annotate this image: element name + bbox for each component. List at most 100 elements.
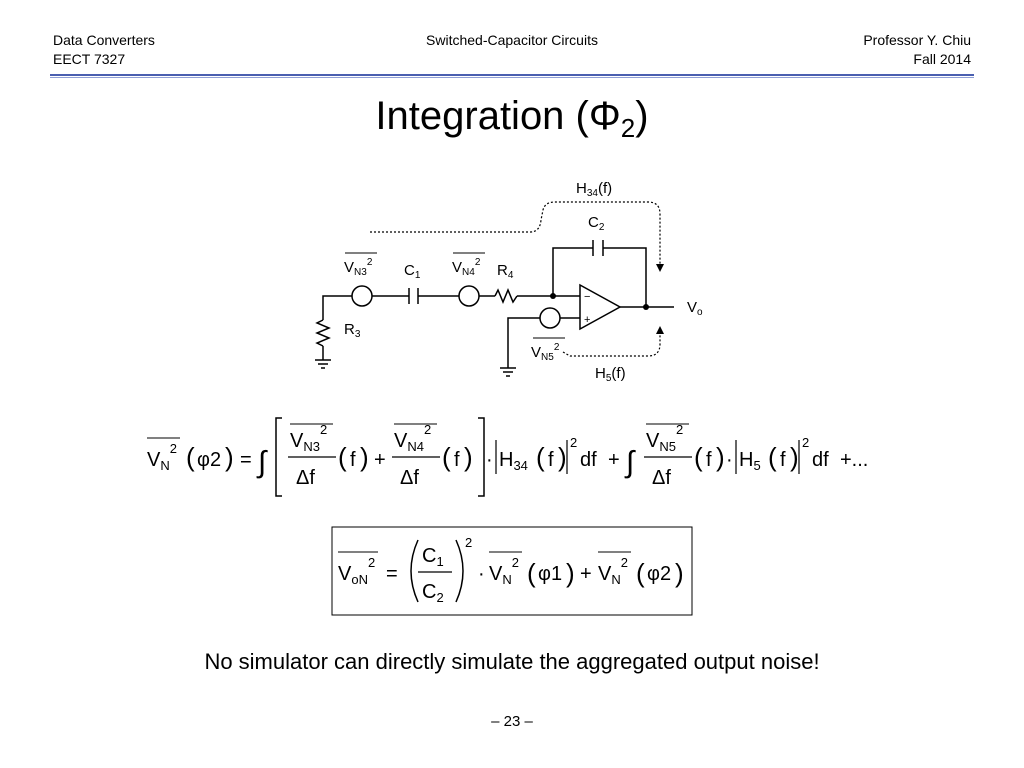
h5-label: H5(f) xyxy=(595,365,626,384)
svg-text:): ) xyxy=(566,558,575,588)
header-right: Professor Y. Chiu Fall 2014 xyxy=(863,31,971,69)
eq1-vn3: VN32 xyxy=(290,422,327,454)
eq2-arg-2: φ2 xyxy=(647,563,671,585)
svg-text:): ) xyxy=(464,442,473,472)
eq1-tail: +... xyxy=(840,449,868,471)
eq1-f-4: f xyxy=(706,449,712,471)
eq2-plus: + xyxy=(580,563,592,585)
circuit-labels: H34(f) C2 VN32 C1 VN42 R4 R3 VN52 H5(f) … xyxy=(344,180,703,384)
svg-text:(: ( xyxy=(768,442,777,472)
wire-feedback xyxy=(552,247,647,307)
course-code: EECT 7327 xyxy=(53,51,126,67)
eq1-mag-sup-1: 2 xyxy=(570,435,577,450)
vn3-source-icon xyxy=(351,285,373,307)
c1-label: C1 xyxy=(404,262,421,281)
term: Fall 2014 xyxy=(913,51,971,67)
eq1-mag-sup-2: 2 xyxy=(802,435,809,450)
vo-label: Vo xyxy=(687,299,703,318)
vn4-label: VN42 xyxy=(452,257,481,278)
eq1-delta-f-2: Δf xyxy=(400,467,419,489)
course-name: Data Converters xyxy=(53,32,155,48)
eq2-vn-1: VN2 xyxy=(489,555,519,587)
r3-resistor-icon xyxy=(315,319,331,347)
svg-text:(: ( xyxy=(338,442,347,472)
svg-text:(: ( xyxy=(527,558,536,588)
eq2-c1: C1 xyxy=(422,545,444,569)
eq1-paren-close: ) xyxy=(225,442,234,472)
vn5-source-icon xyxy=(539,307,561,329)
header-rule-thin xyxy=(50,77,974,78)
header-left: Data Converters EECT 7327 xyxy=(53,31,155,69)
svg-text:(: ( xyxy=(442,442,451,472)
eq2-paren-close xyxy=(455,539,464,603)
circuit-nodes xyxy=(550,293,649,310)
slide-title: Integration (Φ2) xyxy=(0,91,1024,153)
header-rule xyxy=(50,74,974,76)
h5-dotted-path xyxy=(562,326,664,357)
eq1-f-5: f xyxy=(780,449,786,471)
eq1-delta-f-1: Δf xyxy=(296,467,315,489)
svg-text:(: ( xyxy=(536,442,545,472)
eq1-vn4: VN42 xyxy=(394,422,431,454)
c1-capacitor-icon xyxy=(408,288,419,304)
svg-text:): ) xyxy=(716,442,725,472)
eq1-f-2: f xyxy=(454,449,460,471)
eq2-lhs: VoN2 xyxy=(338,555,375,587)
eq1-paren-open: ( xyxy=(186,442,195,472)
eq1-dot-2: · xyxy=(726,449,733,471)
eq1-integral-1: ∫ xyxy=(256,446,268,479)
eq1-integral-2: ∫ xyxy=(624,446,636,479)
eq1-delta-f-3: Δf xyxy=(652,467,671,489)
node-dot-output xyxy=(643,304,649,310)
eq2-c2: C2 xyxy=(422,581,444,605)
eq1-vn5: VN52 xyxy=(646,422,683,454)
eq1-f-1: f xyxy=(350,449,356,471)
eq1-df-2: df xyxy=(812,449,829,471)
title-close: ) xyxy=(635,94,649,138)
eq1-dot-1: · xyxy=(486,449,493,471)
svg-text:): ) xyxy=(360,442,369,472)
vn4-source-icon xyxy=(458,285,480,307)
svg-text:): ) xyxy=(675,558,684,588)
circuit-schematic xyxy=(315,201,674,377)
eq2-ratio-sup: 2 xyxy=(465,535,472,550)
h34-dotted-path xyxy=(370,201,664,272)
wire-vn5-ground xyxy=(507,317,540,368)
eq1-f-3: f xyxy=(548,449,554,471)
eq1-plus-2: + xyxy=(608,449,620,471)
eq1-lhs: VN2 xyxy=(147,441,177,473)
eq1-df-1: df xyxy=(580,449,597,471)
opamp-icon xyxy=(579,283,622,331)
opamp-plus: + xyxy=(584,314,590,326)
svg-text:(: ( xyxy=(636,558,645,588)
ground-icon-left xyxy=(315,359,331,369)
svg-text:): ) xyxy=(790,442,799,472)
eq2-box xyxy=(331,526,693,616)
equation-output-noise: VoN2 = C1 C2 2 · VN2 ( φ1 ) + VN2 ( φ2 ) xyxy=(331,526,693,616)
eq1-lhs-arg: φ2 xyxy=(197,449,221,471)
instructor-name: Professor Y. Chiu xyxy=(863,32,971,48)
eq2-dot: · xyxy=(478,563,485,585)
title-text: Integration (Φ xyxy=(375,94,621,138)
eq1-bracket-open xyxy=(275,417,282,497)
equation-total-noise: VN2 ( φ2 ) = ∫ VN32 Δf ( f ) + VN42 Δf (… xyxy=(147,417,868,497)
eq1-h5: H5 xyxy=(739,449,761,473)
r3-label: R3 xyxy=(344,321,361,340)
wire-r3-top xyxy=(322,295,352,320)
eq2-equals: = xyxy=(386,563,398,585)
opamp-minus: − xyxy=(584,291,590,303)
slide-caption: No simulator can directly simulate the a… xyxy=(204,649,820,674)
vn3-label: VN32 xyxy=(344,257,373,278)
header-topic: Switched-Capacitor Circuits xyxy=(426,32,598,48)
ground-icon-right xyxy=(500,367,516,377)
r4-label: R4 xyxy=(497,262,514,281)
vn5-label: VN52 xyxy=(531,342,560,363)
eq1-h34: H34 xyxy=(499,449,528,473)
svg-text:(: ( xyxy=(694,442,703,472)
eq1-plus-1: + xyxy=(374,449,386,471)
eq2-paren-open xyxy=(410,539,419,603)
page-number: – 23 – xyxy=(491,713,533,730)
node-dot-input xyxy=(550,293,556,299)
eq2-arg-1: φ1 xyxy=(538,563,562,585)
